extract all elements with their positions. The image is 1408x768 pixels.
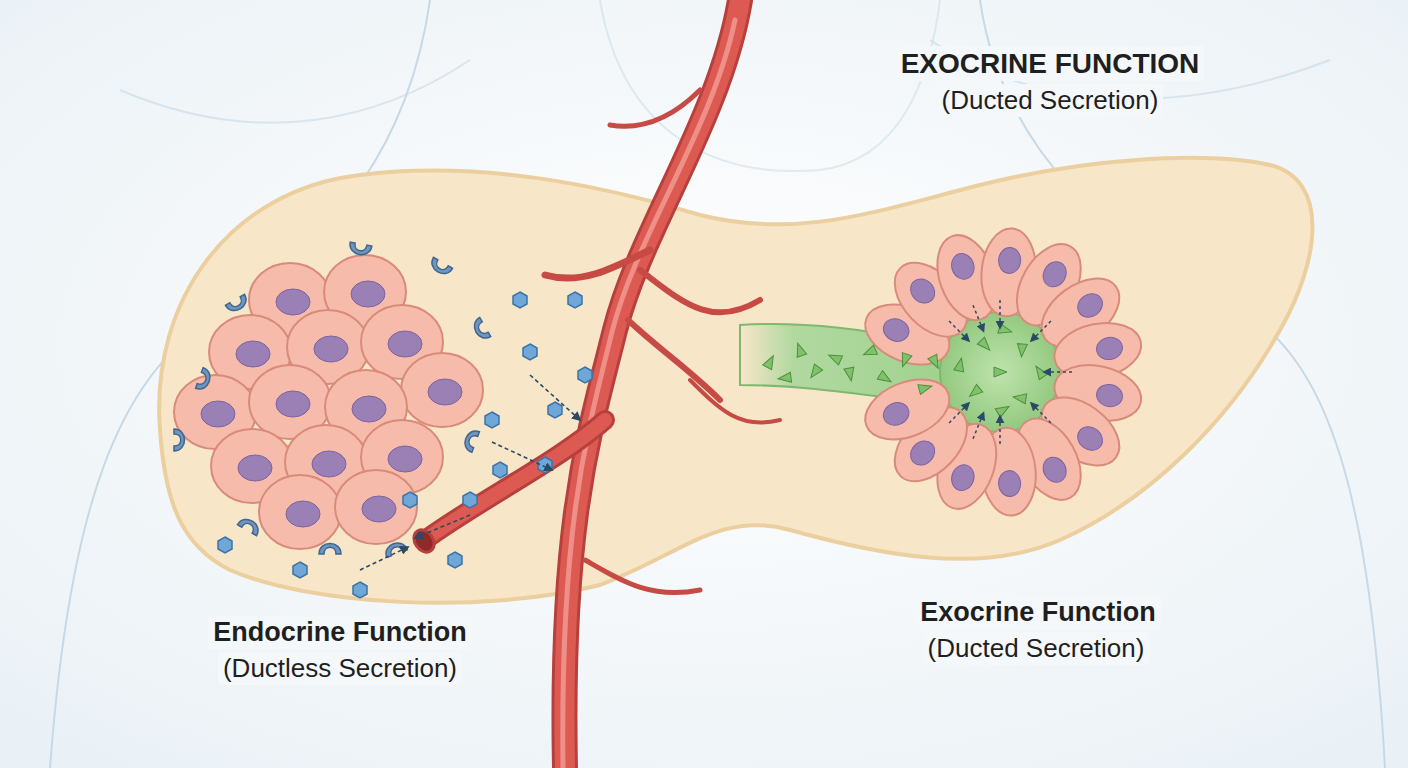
hormone-molecule (403, 492, 417, 508)
receptor-symbol (237, 516, 261, 536)
enzyme-molecule (777, 372, 791, 384)
function-label: Endocrine Function (208, 616, 472, 650)
enzyme-molecule (1012, 392, 1026, 404)
receptor-symbol (196, 368, 213, 392)
receptor-symbol (319, 544, 341, 555)
receptor-symbol (471, 317, 491, 341)
vessel-opening (410, 526, 439, 556)
enzyme-molecule (977, 337, 993, 353)
secretion-arrow (949, 321, 969, 341)
receptor-symbol (225, 294, 249, 314)
enzyme-molecule (898, 353, 912, 369)
secretion-arrow (999, 300, 1001, 328)
acinar-cell (856, 368, 958, 451)
hormone-molecule (463, 492, 477, 508)
secretion-arrow (1031, 403, 1051, 423)
islet-cell (401, 353, 483, 427)
hormone-molecule (353, 582, 367, 598)
islet-cells (174, 255, 483, 549)
hormone-molecules (174, 242, 592, 598)
hormone-molecule (548, 402, 562, 418)
receptor-symbol (428, 257, 452, 277)
hormone-molecule (493, 462, 507, 478)
enzyme-molecules (763, 300, 1072, 444)
hormone-molecule (568, 292, 582, 308)
islet-cell (259, 475, 341, 549)
hormone-molecule (485, 412, 499, 428)
receptor-symbol (462, 428, 479, 452)
enzyme-molecule (827, 351, 843, 365)
enzyme-molecule (954, 357, 966, 372)
section-subtitle: (Ducted Secretion) (937, 84, 1164, 117)
acinar-cells (856, 226, 1146, 518)
receptor-symbol (174, 429, 185, 451)
enzyme-molecule (918, 381, 933, 394)
receptor-symbol (383, 540, 407, 557)
hormone-molecule (523, 344, 537, 360)
secretion-arrow (360, 547, 408, 570)
secretion-arrow (1044, 371, 1072, 373)
enzyme-molecule (966, 384, 982, 400)
hormone-molecule (578, 367, 592, 383)
enzyme-molecule (994, 367, 1007, 377)
function-label: Exocrine Function (915, 596, 1161, 630)
secretion-arrow (1031, 321, 1051, 341)
enzyme-molecule (763, 353, 778, 369)
hormone-molecule (448, 552, 462, 568)
body-silhouette (50, 0, 1385, 768)
secretion-arrow (973, 413, 983, 439)
hormone-molecule (538, 457, 552, 473)
enzyme-molecule (793, 342, 807, 358)
secretion-arrow (973, 305, 983, 331)
acinus-lumen (940, 312, 1060, 432)
enzyme-molecule (995, 402, 1011, 417)
secretion-arrow (949, 403, 969, 423)
hormone-molecule (218, 537, 232, 553)
function-subtitle: (Ducted Secretion) (923, 632, 1150, 665)
secretion-arrow (999, 416, 1001, 444)
enzyme-molecule (928, 354, 943, 370)
enzyme-molecule (862, 345, 878, 359)
enzyme-molecule (1017, 344, 1028, 358)
function-subtitle: (Ductless Secretion) (218, 652, 462, 685)
pancreas-outline (159, 158, 1312, 603)
enzyme-molecule (844, 367, 856, 382)
secretion-arrow (415, 515, 470, 538)
enzyme-molecule (877, 371, 893, 386)
islet-cell (335, 470, 417, 544)
section-heading: EXOCRINE FUNCTION (896, 46, 1205, 81)
secretion-arrow (530, 375, 580, 420)
enzyme-molecule (807, 364, 823, 380)
hormone-molecule (293, 562, 307, 578)
receptor-symbol (348, 242, 371, 256)
secretion-arrow (492, 442, 552, 470)
hormone-molecule (513, 292, 527, 308)
